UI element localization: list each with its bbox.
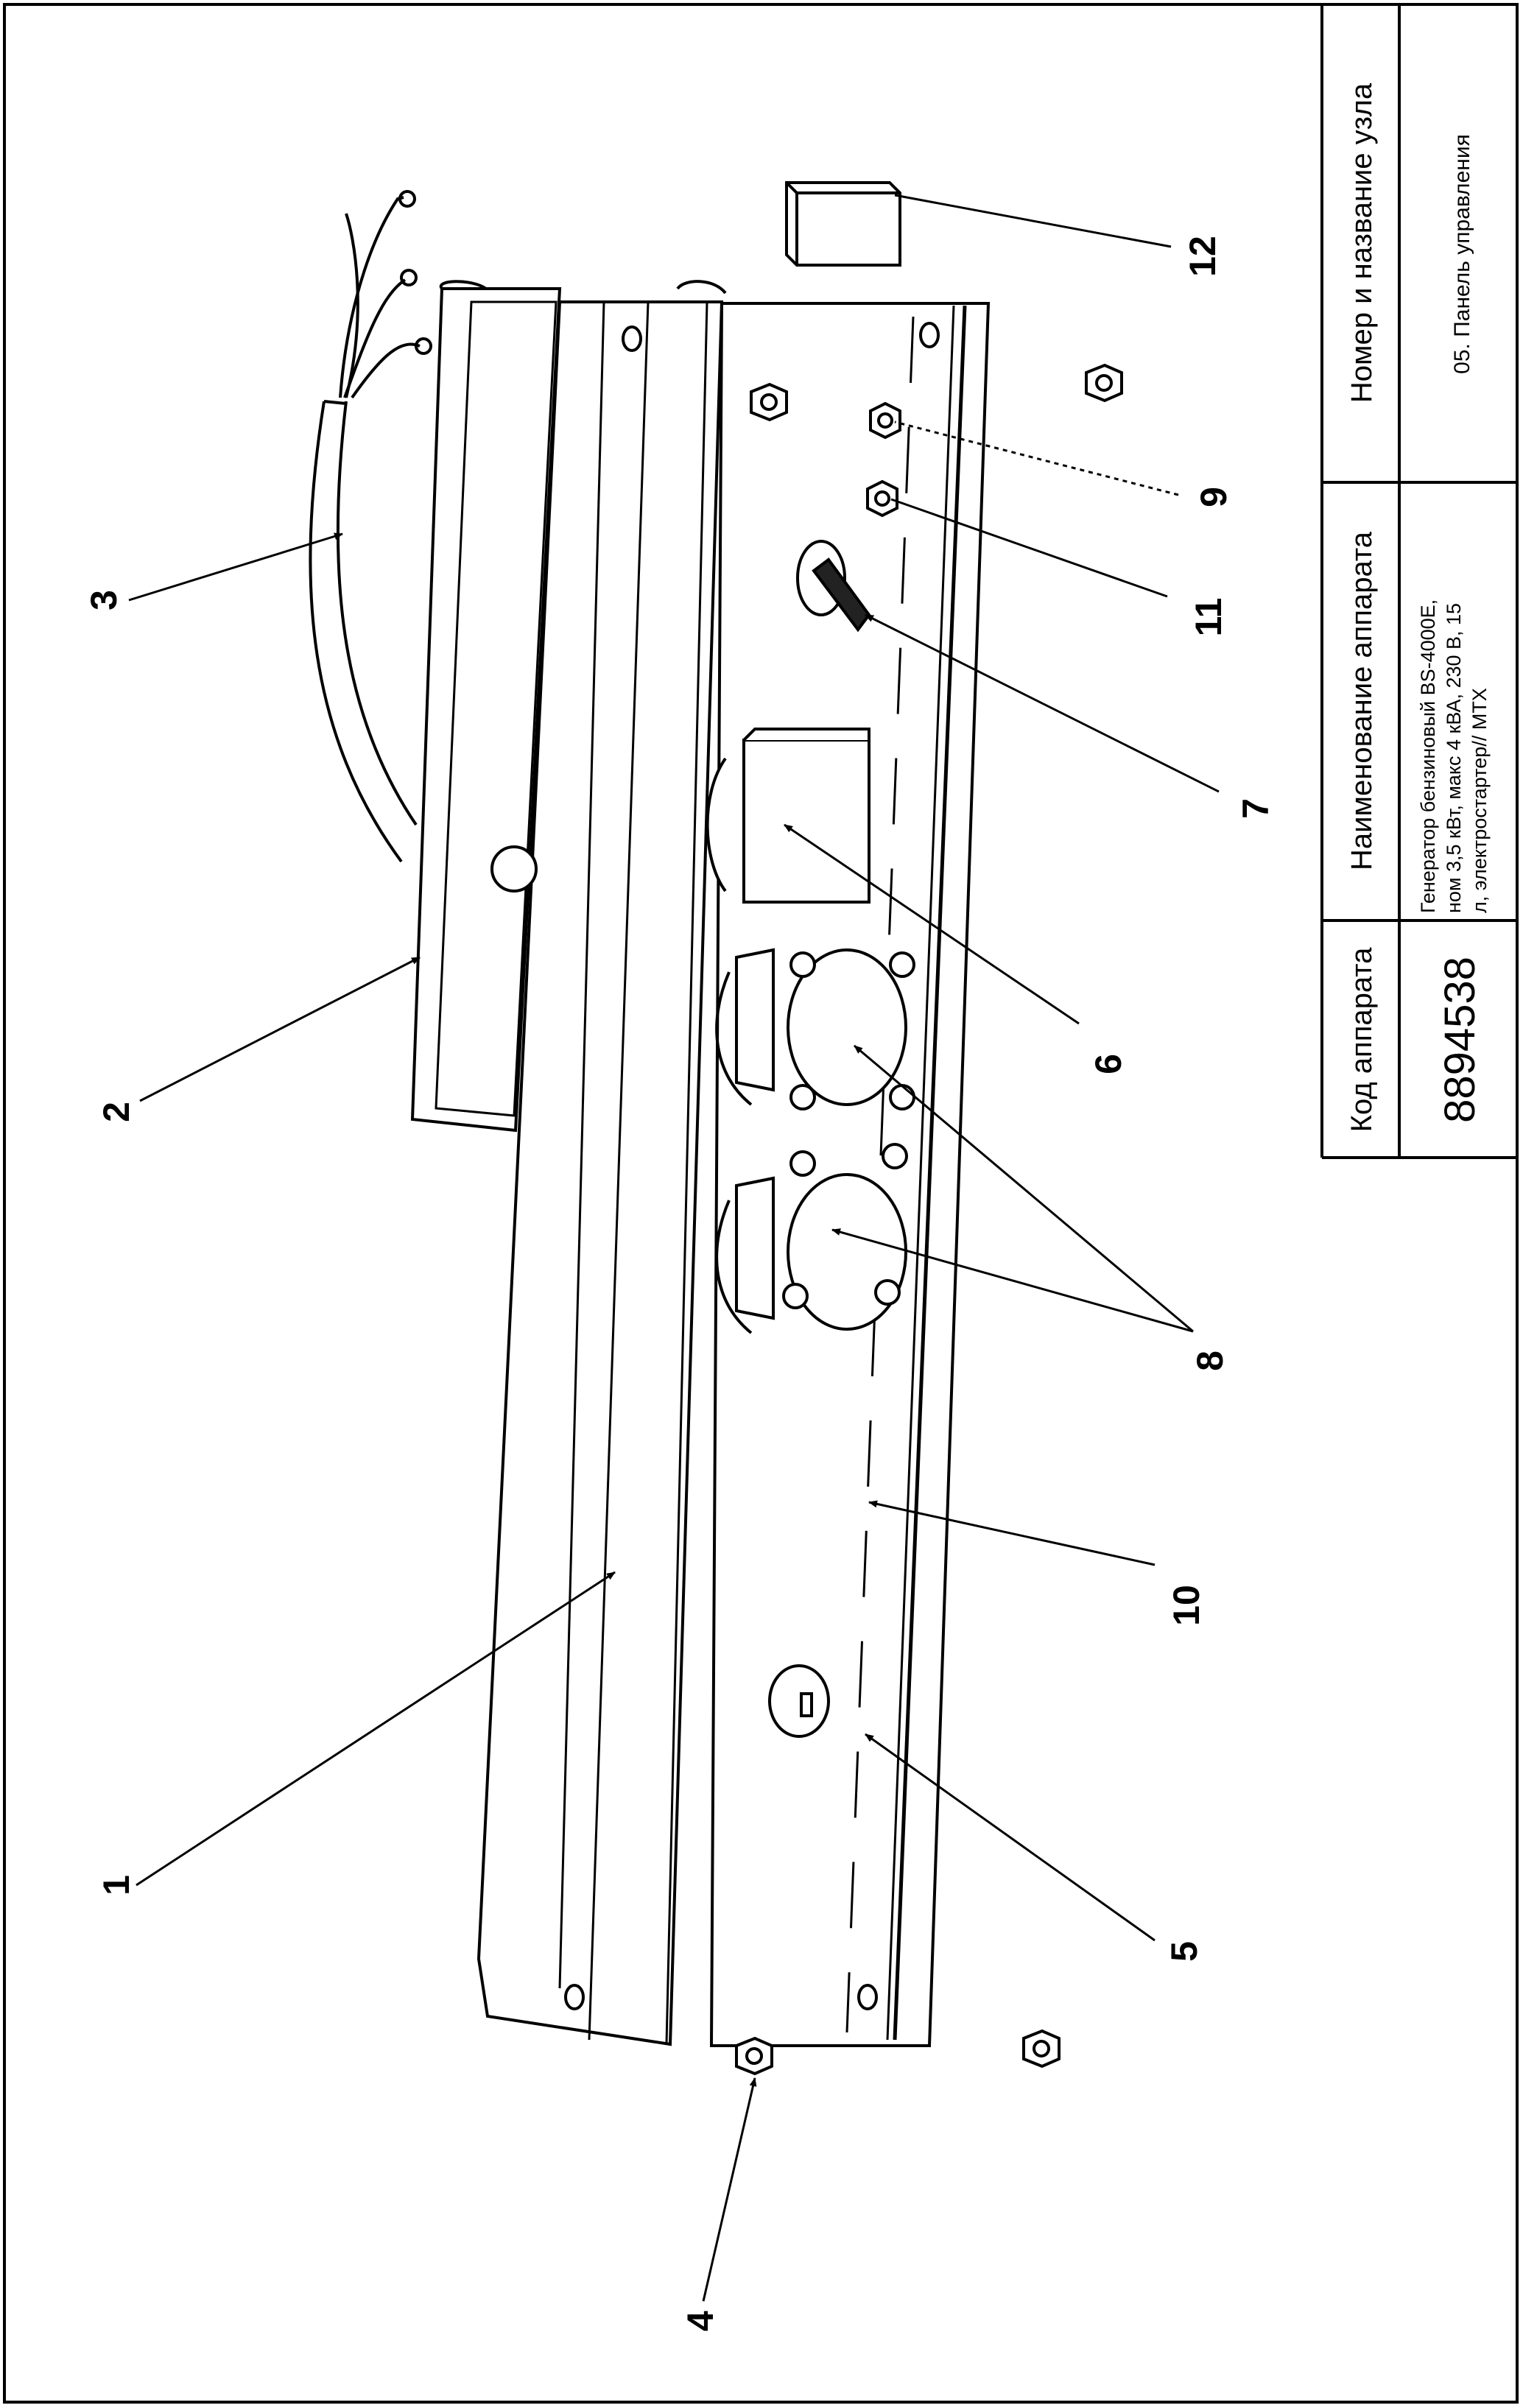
callout-7: 7	[1235, 798, 1276, 819]
node-header: Номер и название узла	[1346, 82, 1378, 403]
code-header: Код аппарата	[1346, 947, 1378, 1132]
code-value: 8894538	[1436, 957, 1484, 1123]
leader-lines	[128, 194, 1220, 2302]
title-block	[1320, 3, 1519, 1159]
callout-8: 8	[1189, 1351, 1231, 1371]
callout-4: 4	[680, 2311, 721, 2331]
fuse-5	[768, 1664, 830, 1738]
title-block-text: Код аппарата 8894538 Наименование аппара…	[1346, 82, 1491, 1132]
bolt-top-2	[1085, 363, 1123, 403]
name-line-1: Генератор бензиновый BS-4000E,	[1417, 599, 1439, 913]
callout-6: 6	[1088, 1054, 1129, 1074]
drawing-frame	[3, 3, 1519, 2404]
name-header: Наименование аппарата	[1346, 531, 1378, 870]
cover-12	[785, 181, 901, 267]
callout-9: 9	[1193, 487, 1234, 507]
callout-2: 2	[96, 1102, 137, 1122]
bolt-4	[735, 2036, 773, 2076]
cable-bundle	[309, 190, 432, 863]
callout-11: 11	[1188, 598, 1229, 637]
junction-box	[410, 280, 727, 1133]
nut-9	[869, 401, 901, 440]
switch-7	[796, 540, 871, 633]
callout-10: 10	[1166, 1585, 1207, 1626]
callout-1: 1	[96, 1875, 137, 1895]
callout-5: 5	[1164, 1941, 1205, 1962]
nut-11	[866, 479, 898, 518]
name-line-3: л, электростартер// MTX	[1469, 688, 1491, 913]
breaker-6	[706, 728, 870, 904]
socket-8b	[715, 1143, 908, 1334]
panel-body	[476, 300, 991, 2047]
socket-8a	[715, 948, 915, 1110]
node-value: 05. Панель управления	[1450, 134, 1474, 374]
bolt-4b	[1022, 2029, 1061, 2069]
bolt-top-1	[750, 382, 788, 422]
callout-labels: 1 2 3 4 5 6 7 8 9 10 11 12	[83, 236, 1276, 2331]
callout-3: 3	[83, 590, 124, 610]
callout-12: 12	[1182, 236, 1223, 277]
name-line-2: ном 3,5 кВт, макс 4 кВА, 230 В, 15	[1443, 603, 1465, 913]
